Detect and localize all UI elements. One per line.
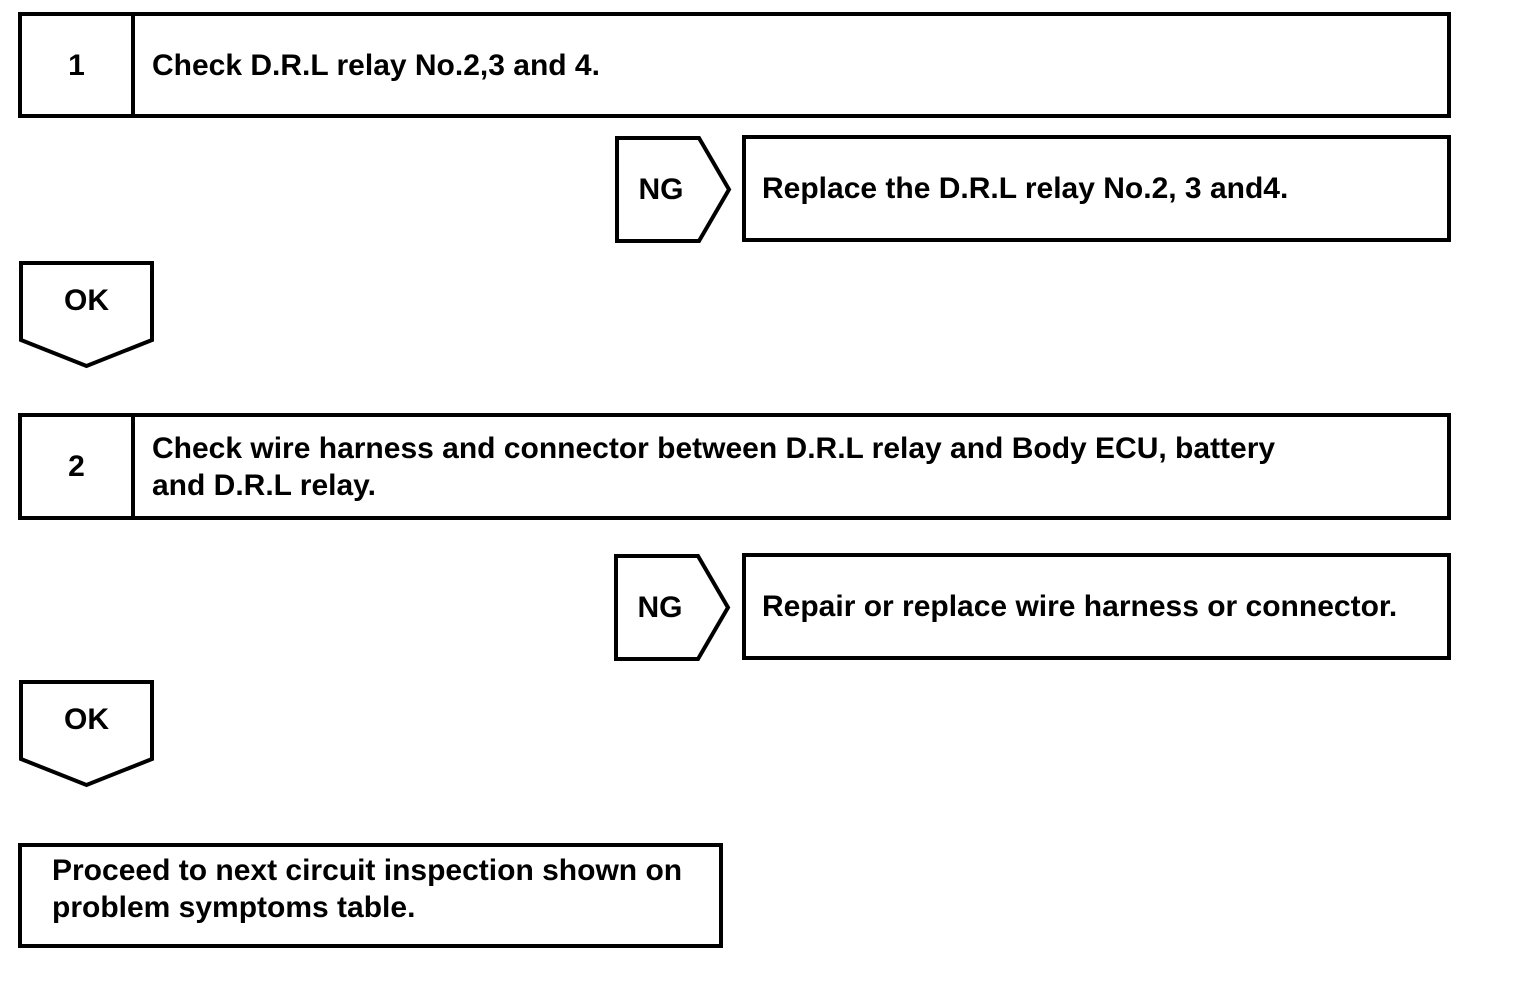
step-number: 1	[68, 48, 85, 82]
ok-label: OK	[64, 284, 109, 317]
step-2-text-cell: Check wire harness and connector between…	[135, 417, 1312, 516]
step-2-box: 2 Check wire harness and connector betwe…	[18, 413, 1451, 520]
ok-arrow-icon	[19, 680, 154, 788]
conclusion-text: Proceed to next circuit inspection shown…	[52, 854, 683, 924]
ng-arrow-1: NG	[615, 136, 733, 243]
ng-arrow-icon	[615, 136, 732, 243]
conclusion-box: Proceed to next circuit inspection shown…	[18, 843, 723, 948]
ok-arrow-icon	[19, 261, 154, 369]
step-1-box: 1 Check D.R.L relay No.2,3 and 4.	[18, 12, 1451, 118]
ng-arrow-2: NG	[614, 554, 732, 661]
ok-label: OK	[64, 703, 109, 736]
ng-action-1-box: Replace the D.R.L relay No.2, 3 and4.	[742, 135, 1451, 242]
step-1-text-cell: Check D.R.L relay No.2,3 and 4.	[135, 16, 1312, 114]
ng-action-2-box: Repair or replace wire harness or connec…	[742, 553, 1451, 660]
ok-arrow-1: OK	[19, 261, 154, 369]
ng-label: NG	[637, 591, 683, 624]
step-1-number-cell: 1	[22, 16, 135, 114]
ng-action-text: Repair or replace wire harness or connec…	[762, 590, 1398, 623]
step-2-number-cell: 2	[22, 417, 135, 516]
step-number: 2	[68, 450, 85, 483]
ng-action-text: Replace the D.R.L relay No.2, 3 and4.	[762, 172, 1289, 205]
ng-arrow-icon	[614, 554, 731, 661]
ok-arrow-2: OK	[19, 680, 154, 788]
ng-label: NG	[638, 173, 684, 206]
step-instruction: Check D.R.L relay No.2,3 and 4.	[152, 48, 600, 82]
step-instruction: Check wire harness and connector between…	[152, 431, 1276, 502]
